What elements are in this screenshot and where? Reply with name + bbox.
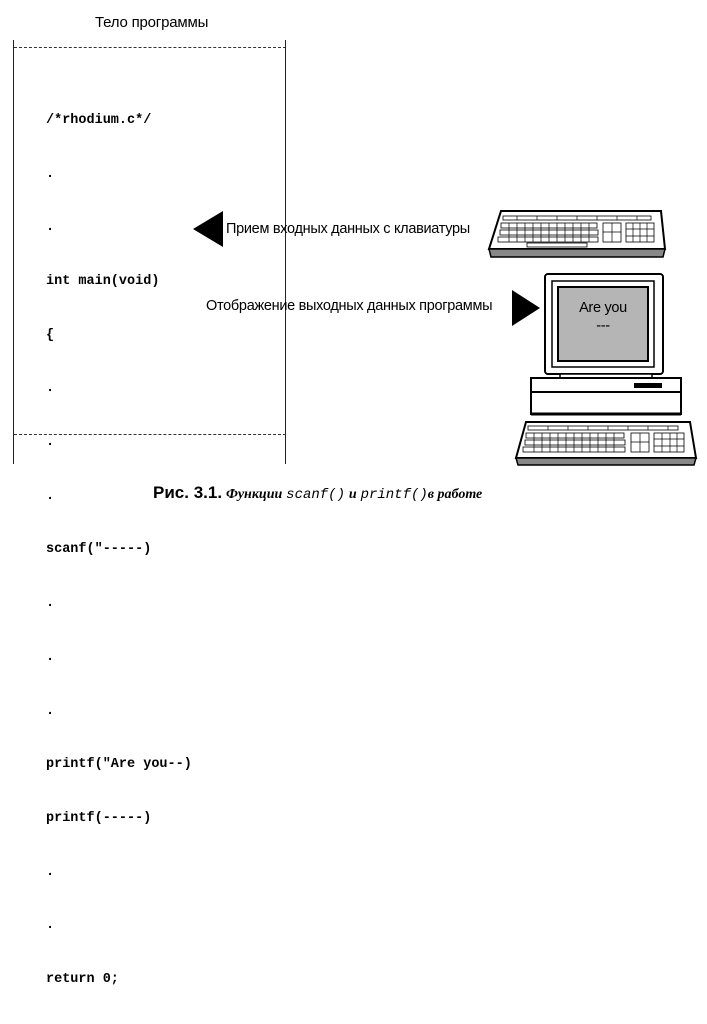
code-line: . bbox=[46, 703, 55, 719]
monitor-icon bbox=[544, 273, 664, 375]
panel-left-border bbox=[13, 40, 14, 464]
caption-word: и bbox=[348, 487, 357, 502]
code-line: . bbox=[46, 918, 55, 934]
code-line: . bbox=[46, 220, 55, 236]
code-line: . bbox=[46, 596, 55, 612]
caption-word: в работе bbox=[427, 487, 483, 502]
left-arrow-icon bbox=[193, 211, 223, 247]
code-line: . bbox=[46, 166, 55, 182]
figure-caption: Рис. 3.1. Функции scanf() и printf()в ра… bbox=[153, 483, 482, 503]
screen-text-line1: Are you bbox=[579, 300, 627, 316]
screen-text-line2: --- bbox=[596, 318, 610, 334]
caption-figure-number: Рис. 3.1. bbox=[153, 483, 223, 502]
input-label: Прием входных данных с клавиатуры bbox=[226, 221, 470, 237]
caption-function-printf: printf() bbox=[360, 487, 428, 503]
panel-bottom-divider bbox=[14, 434, 286, 435]
code-line: . bbox=[46, 488, 55, 504]
code-line: . bbox=[46, 381, 55, 397]
code-line: /*rhodium.c*/ bbox=[46, 112, 152, 128]
code-line: printf(-----) bbox=[46, 810, 152, 826]
caption-word: Функции bbox=[225, 487, 283, 502]
panel-top-divider bbox=[14, 47, 286, 48]
code-line: . bbox=[46, 435, 55, 451]
system-unit-icon bbox=[530, 373, 682, 416]
caption-function-scanf: scanf() bbox=[286, 487, 345, 503]
right-arrow-icon bbox=[512, 290, 540, 326]
output-label: Отображение выходных данных программы bbox=[206, 298, 493, 314]
computer-keyboard-icon bbox=[514, 421, 698, 466]
panel-right-border bbox=[285, 40, 286, 464]
code-line: . bbox=[46, 649, 55, 665]
code-line: int main(void) bbox=[46, 273, 160, 289]
code-listing: /*rhodium.c*/ . . int main(void) { . . .… bbox=[46, 76, 192, 1024]
keyboard-icon bbox=[487, 210, 667, 258]
code-line: . bbox=[46, 864, 55, 880]
code-line: return 0; bbox=[46, 972, 119, 988]
code-line: printf("Are you--) bbox=[46, 757, 192, 773]
code-line: { bbox=[46, 327, 55, 343]
panel-title: Тело программы bbox=[95, 14, 209, 31]
code-line: scanf("-----) bbox=[46, 542, 152, 558]
